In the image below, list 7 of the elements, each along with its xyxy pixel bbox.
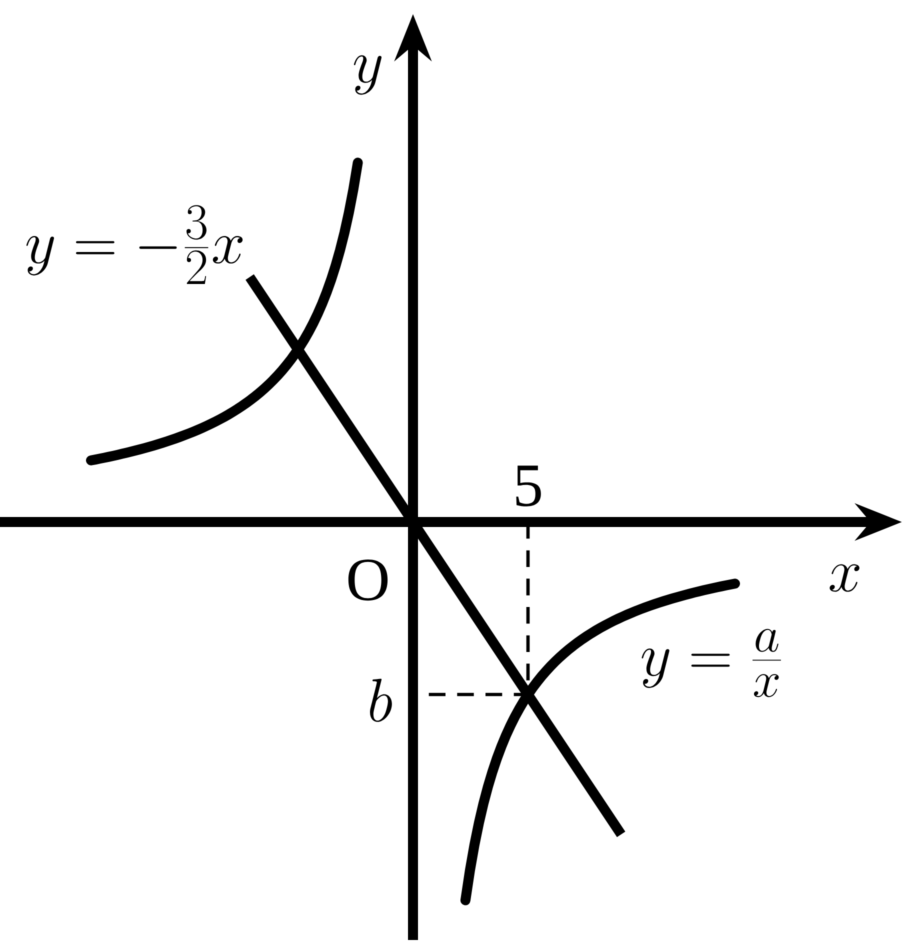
formula-label: $y=\frac{a}{x}$ bbox=[642, 628, 781, 698]
formula-label: $y=-\frac{3}{2}x$ bbox=[26, 205, 243, 284]
axis-label: $y$ bbox=[354, 55, 382, 95]
origin-label: O bbox=[348, 559, 388, 601]
tick-label: 5 bbox=[516, 466, 541, 506]
axis-label: $x$ bbox=[830, 564, 860, 592]
tick-label: $b$ bbox=[370, 678, 392, 722]
